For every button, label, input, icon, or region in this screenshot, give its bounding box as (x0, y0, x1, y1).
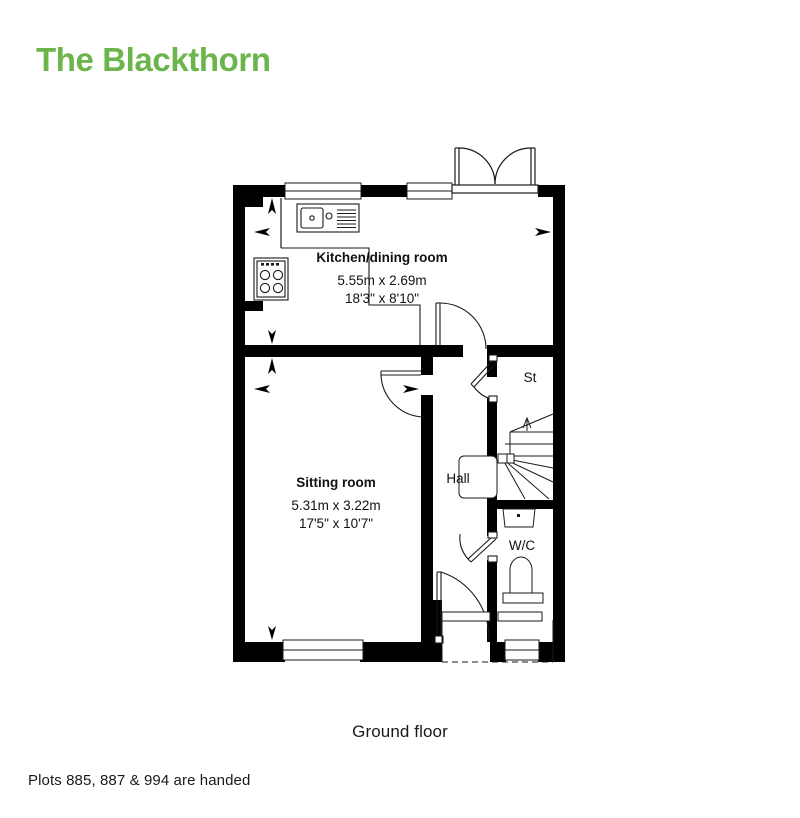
door-hall-sitting (380, 370, 425, 418)
room-dim-sitting-metric: 5.31m x 3.22m (291, 498, 380, 513)
page-title: The Blackthorn (36, 41, 271, 78)
kitchen-window-right (406, 182, 453, 200)
room-label-hall: Hall (446, 471, 469, 486)
room-label-wc: W/C (509, 538, 535, 553)
toilet (502, 556, 544, 604)
wc-window (504, 639, 540, 661)
front-door (434, 571, 490, 644)
dimension-arrows (254, 198, 551, 640)
french-doors (451, 147, 539, 194)
sink-unit (296, 203, 360, 233)
sitting-window (282, 639, 364, 661)
door-hall-kitchen (435, 302, 487, 350)
cooker (253, 257, 289, 301)
kitchen-units (253, 198, 421, 345)
floorplan-svg: Kitchen/dining room 5.55m x 2.69m 18'3" … (233, 147, 565, 663)
room-label-kitchen-dining: Kitchen/dining room (316, 250, 447, 265)
floor-caption: Ground floor (352, 722, 448, 741)
room-dim-kitchen-imperial: 18'3" x 8'10" (345, 291, 419, 306)
door-wc (459, 531, 498, 563)
wc-fixtures (502, 508, 544, 604)
floorplan-drawing: Kitchen/dining room 5.55m x 2.69m 18'3" … (233, 147, 565, 663)
radiator (458, 455, 498, 499)
exterior-walls (233, 185, 565, 662)
plots-note: Plots 885, 887 & 994 are handed (28, 772, 251, 789)
room-label-sitting-room: Sitting room (296, 475, 376, 490)
windows (282, 182, 540, 661)
room-dim-kitchen-metric: 5.55m x 2.69m (337, 273, 426, 288)
washbasin (502, 508, 536, 528)
room-label-storage: St (524, 370, 537, 385)
room-labels: Kitchen/dining room 5.55m x 2.69m 18'3" … (291, 250, 536, 553)
door-storage (470, 354, 498, 403)
room-dim-sitting-imperial: 17'5" x 10'7" (299, 516, 373, 531)
staircase (497, 412, 554, 500)
kitchen-window-left (284, 182, 362, 200)
porch-outline (441, 611, 554, 662)
